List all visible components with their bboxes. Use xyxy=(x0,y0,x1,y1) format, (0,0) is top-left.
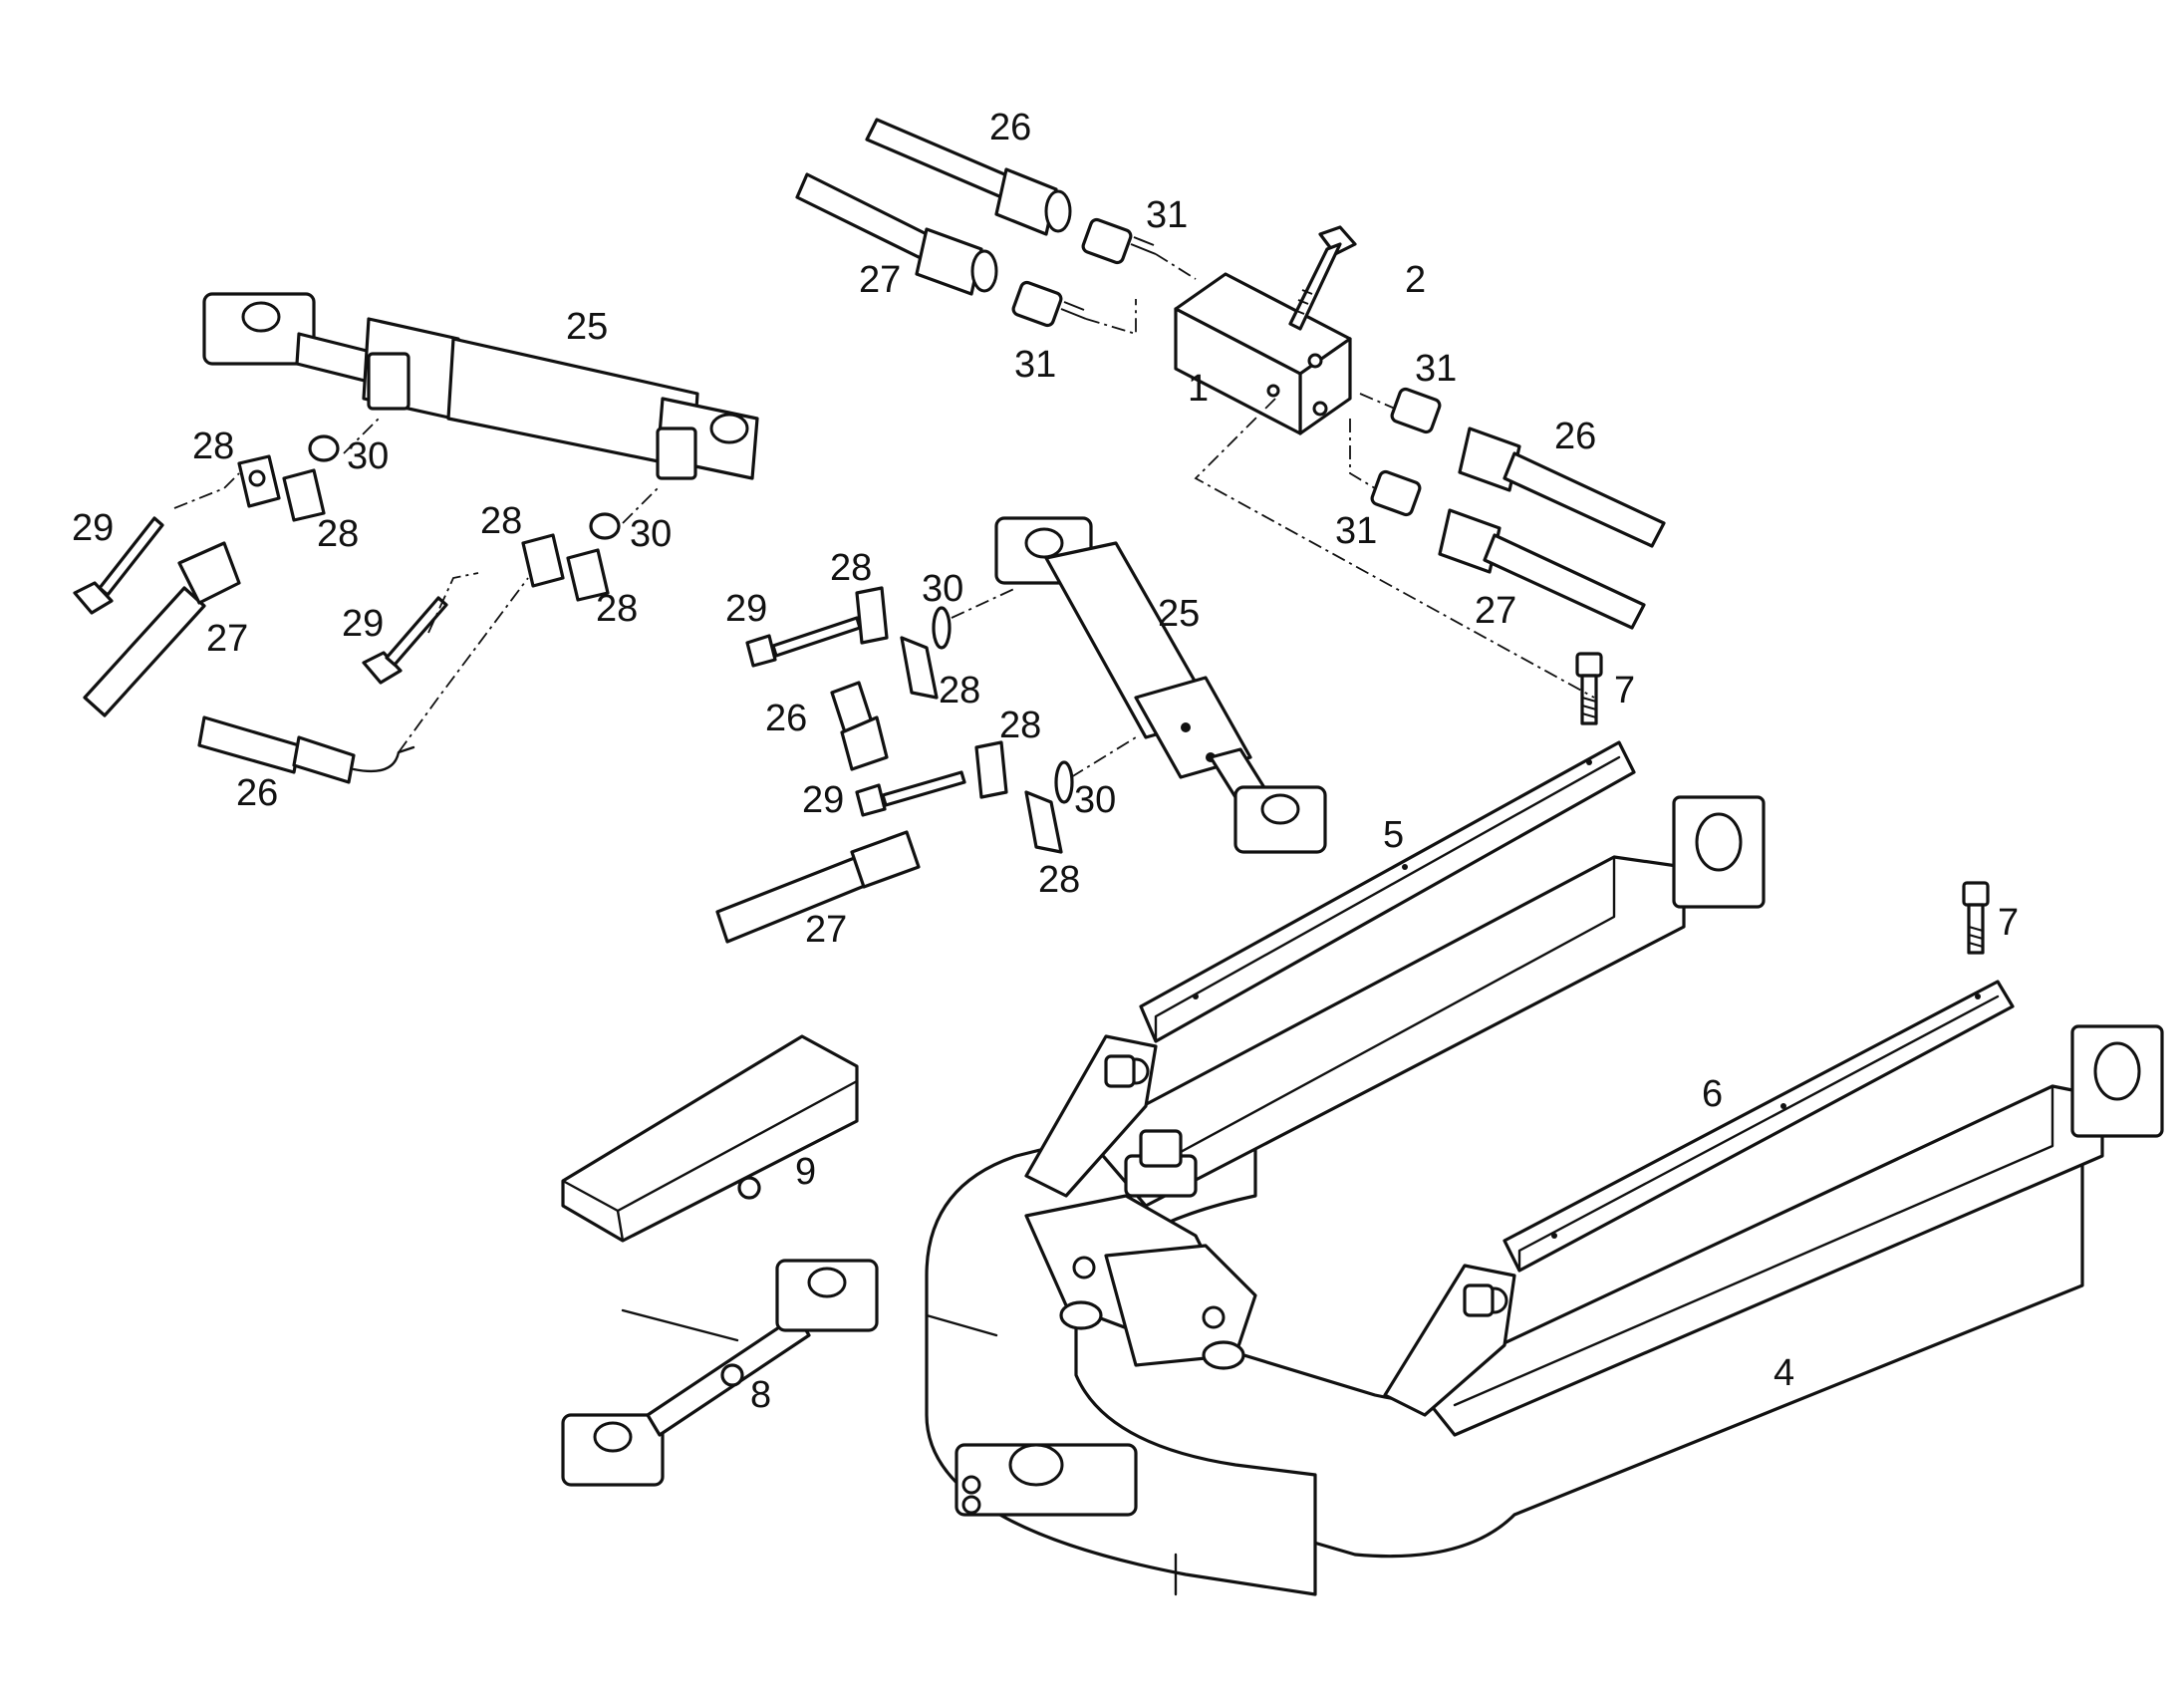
callout-28: 28 xyxy=(939,670,980,711)
callout-25: 25 xyxy=(1158,593,1200,635)
callout-29: 29 xyxy=(725,588,767,630)
hose-part-26-top xyxy=(865,118,1072,236)
callout-26: 26 xyxy=(989,107,1031,148)
callout-29: 29 xyxy=(802,779,844,821)
bolt-part-7-upper xyxy=(1575,652,1603,725)
o-ring-part-30-d xyxy=(1054,760,1074,804)
clamp-part-28-c xyxy=(521,533,565,588)
callout-27: 27 xyxy=(859,259,901,301)
channel-part-6 xyxy=(1502,980,2015,1273)
callout-6: 6 xyxy=(1702,1073,1723,1115)
o-ring-part-30-c xyxy=(932,606,952,650)
fitting-part-31-c xyxy=(1390,387,1442,434)
clamp-part-28-e xyxy=(855,586,889,645)
clamp-part-28-h xyxy=(1024,790,1063,854)
hose-part-27-left xyxy=(83,541,241,717)
clamp-part-28-g xyxy=(974,740,1008,799)
bolt-part-29-d xyxy=(855,770,966,817)
hose-part-26-right xyxy=(1458,426,1666,548)
channel-part-5 xyxy=(1139,740,1636,1043)
callout-2: 2 xyxy=(1405,259,1426,301)
bolt-part-2 xyxy=(1288,225,1357,331)
callout-7: 7 xyxy=(1614,670,1635,711)
callout-27: 27 xyxy=(1475,590,1516,632)
callout-30: 30 xyxy=(1074,779,1116,821)
clamp-part-28-f xyxy=(900,636,939,700)
callout-26: 26 xyxy=(765,698,807,739)
callout-28: 28 xyxy=(480,500,522,542)
fitting-part-31-b xyxy=(1011,280,1087,328)
callout-labels: 26 31 27 31 2 1 31 26 31 27 25 28 30 29 … xyxy=(72,107,2019,1416)
callout-28: 28 xyxy=(192,426,234,467)
hose-part-27-top xyxy=(795,172,998,296)
clamp-part-28-a xyxy=(237,454,281,508)
clamp-part-28-d xyxy=(566,548,610,602)
callout-26: 26 xyxy=(1554,416,1596,457)
cover-part-9 xyxy=(561,1034,859,1243)
callout-29: 29 xyxy=(342,603,384,645)
bolt-part-7-lower xyxy=(1962,881,1990,955)
callout-7: 7 xyxy=(1998,902,2019,944)
hose-part-26-center xyxy=(830,681,889,771)
hose-part-26-left xyxy=(197,715,415,784)
callout-4: 4 xyxy=(1774,1352,1794,1394)
callout-28: 28 xyxy=(596,588,638,630)
callout-26: 26 xyxy=(236,772,278,814)
bolt-part-29-c xyxy=(745,616,862,668)
callout-31: 31 xyxy=(1415,348,1457,390)
hydraulic-cylinder-part-25-left xyxy=(202,292,759,480)
clamp-part-28-b xyxy=(282,468,326,522)
hydraulic-cylinder-part-25-center xyxy=(994,516,1327,854)
callout-31: 31 xyxy=(1335,510,1377,552)
bolt-part-29-b xyxy=(362,596,448,685)
bolt-part-29-a xyxy=(73,516,164,615)
callout-28: 28 xyxy=(1038,859,1080,901)
callout-1: 1 xyxy=(1188,368,1209,410)
hose-part-27-center xyxy=(715,830,921,944)
callout-28: 28 xyxy=(317,513,359,555)
fitting-part-31-d xyxy=(1370,469,1422,517)
valve-block-part-1 xyxy=(1174,272,1352,435)
callout-30: 30 xyxy=(922,568,963,610)
fitting-part-31-a xyxy=(1081,217,1157,265)
callout-28: 28 xyxy=(830,547,872,589)
hose-part-27-right xyxy=(1438,508,1646,630)
callout-30: 30 xyxy=(347,435,389,477)
main-frame-part-4 xyxy=(925,795,2164,1596)
callout-31: 31 xyxy=(1146,194,1188,236)
callout-29: 29 xyxy=(72,507,114,549)
callout-9: 9 xyxy=(795,1151,816,1193)
callout-5: 5 xyxy=(1383,814,1404,856)
callout-28: 28 xyxy=(999,705,1041,746)
callout-25: 25 xyxy=(566,306,608,348)
callout-31: 31 xyxy=(1014,344,1056,386)
callout-27: 27 xyxy=(805,909,847,951)
callout-27: 27 xyxy=(206,618,248,660)
o-ring-part-30-a xyxy=(308,434,340,462)
callout-8: 8 xyxy=(750,1374,771,1416)
o-ring-part-30-b xyxy=(589,512,621,540)
callout-30: 30 xyxy=(630,513,672,555)
cross-tube-part-8 xyxy=(561,1259,879,1487)
